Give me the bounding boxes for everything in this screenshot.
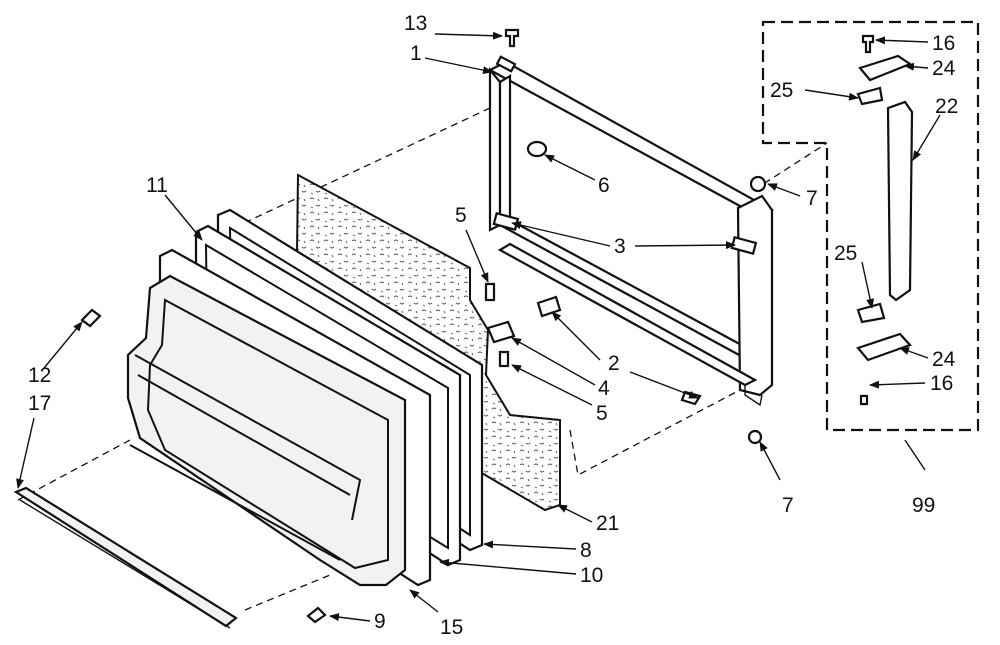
callout-16-lower: 16 [930,372,953,395]
callout-2: 2 [608,352,620,375]
callout-11: 11 [146,174,168,197]
callout-25-lower: 25 [834,242,857,265]
callout-16-upper: 16 [932,32,955,55]
door-shelf [13,486,238,629]
callout-21: 21 [596,512,619,535]
callout-25-upper: 25 [770,79,793,102]
callout-13: 13 [404,12,427,35]
callout-24-upper: 24 [932,57,956,80]
callout-99: 99 [912,494,935,517]
callout-7-upper: 7 [806,187,818,210]
callout-24-lower: 24 [932,348,956,371]
callout-5-upper: 5 [455,204,467,227]
callout-12: 12 [28,364,51,387]
callout-3: 3 [614,235,626,258]
callout-22: 22 [935,95,958,118]
leader-lines [16,31,941,622]
callout-10: 10 [580,564,603,587]
callout-8: 8 [580,539,592,562]
callout-labels: 13 1 6 3 5 2 4 5 7 7 16 24 25 22 25 24 1… [28,12,958,639]
callout-15: 15 [440,616,463,639]
callout-9: 9 [374,610,386,633]
door-liner [126,274,407,587]
hinge-kit-outline [761,20,980,432]
alignment-lines [17,107,828,611]
callout-7-lower: 7 [782,494,794,517]
callout-17: 17 [28,392,51,415]
callout-1: 1 [410,42,422,65]
callout-4: 4 [598,377,610,400]
callout-5-lower: 5 [596,402,608,425]
callout-6: 6 [598,174,610,197]
screws [80,308,327,624]
door-frame [487,55,774,445]
